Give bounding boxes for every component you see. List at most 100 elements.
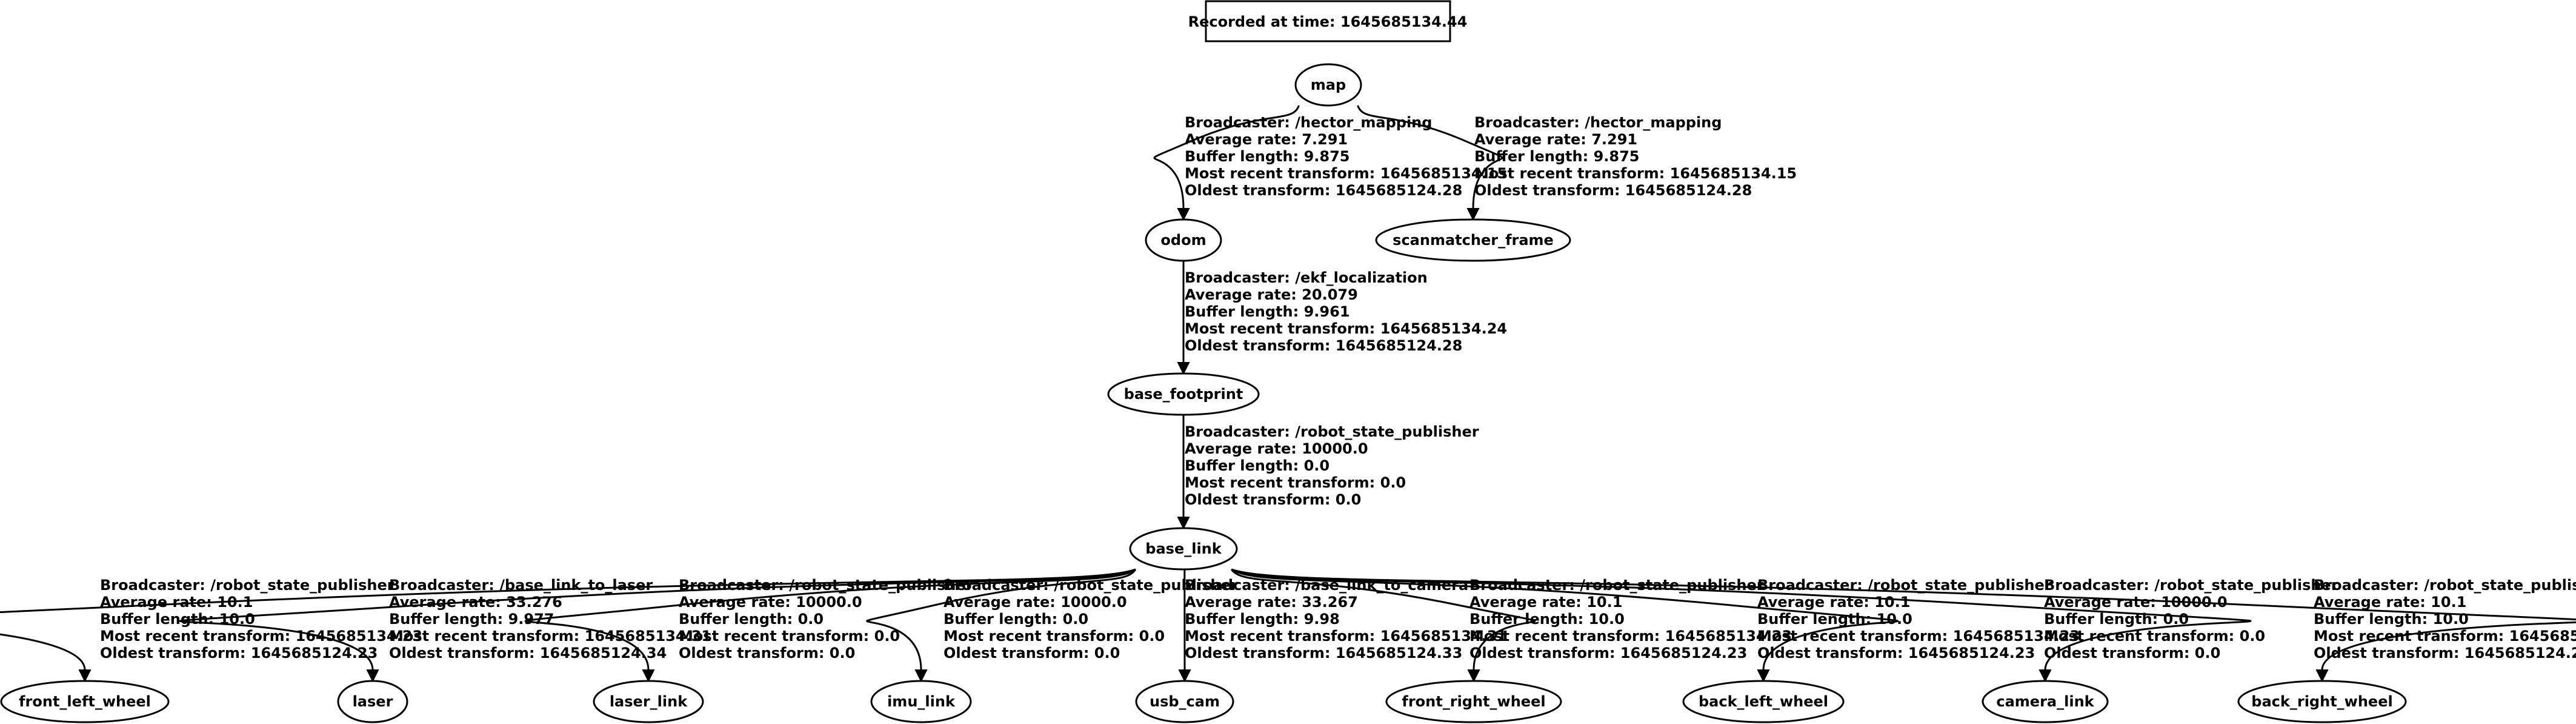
edge-label-line: Average rate: 10.1: [1757, 594, 1910, 611]
edge-label-base_link-to-back_right_wheel: Broadcaster: /robot_state_publisherAvera…: [2314, 577, 2576, 662]
arrow-head: [914, 669, 928, 683]
edge-label-line: Average rate: 33.276: [389, 594, 562, 611]
edge-line: [179, 568, 1136, 671]
edge-label-line: Buffer length: 10.0: [2314, 611, 2469, 628]
arrow-head: [2315, 669, 2329, 683]
frame-ellipse: [0, 680, 170, 723]
frame-ellipse: [337, 680, 408, 723]
frame-node-laser: laser: [337, 680, 408, 723]
edge-label-line: Most recent transform: 1645685134.15: [1474, 165, 1797, 182]
edge-label-line: Most recent transform: 1645685134.31: [1185, 628, 1507, 645]
edge-label-line: Oldest transform: 1645685124.33: [1185, 645, 1462, 662]
arrow-head: [1466, 208, 1480, 221]
edge-label-base_link-to-front_left_wheel: Broadcaster: /robot_state_publisherAvera…: [100, 577, 422, 662]
frame-label: back_right_wheel: [2251, 693, 2392, 710]
edge-label-line: Broadcaster: /ekf_localization: [1185, 269, 1428, 286]
arrow-head: [1177, 362, 1190, 375]
edge-label-line: Buffer length: 9.961: [1185, 303, 1350, 320]
frame-ellipse: [1145, 218, 1222, 262]
edge-label-base_link-to-front_right_wheel: Broadcaster: /robot_state_publisherAvera…: [1469, 577, 1792, 662]
edge-label-line: Buffer length: 9.875: [1185, 148, 1350, 165]
tf-edge-map-to-scanmatcher_frame: [1357, 105, 1503, 221]
frame-node-front_right_wheel: front_right_wheel: [1385, 680, 1562, 723]
edge-label-line: Most recent transform: 1645685134.15: [1185, 165, 1507, 182]
frame-ellipse: [1375, 218, 1571, 262]
edge-label-base_link-to-camera_link: Broadcaster: /robot_state_publisherAvera…: [2044, 577, 2338, 662]
edge-label-line: Oldest transform: 1645685124.23: [1469, 645, 1747, 662]
frame-ellipse: [593, 680, 704, 723]
frame-label: camera_link: [1996, 693, 2094, 710]
frame-label: imu_link: [887, 693, 956, 710]
edge-label-line: Buffer length: 0.0: [2044, 611, 2189, 628]
frame-node-base_link: base_link: [1129, 527, 1238, 571]
frame-ellipse: [1682, 680, 1845, 723]
edge-line: [1231, 568, 2252, 671]
arrow-head: [1178, 669, 1191, 683]
edge-label-line: Broadcaster: /hector_mapping: [1185, 114, 1432, 131]
frame-label: base_link: [1145, 540, 1222, 557]
edge-label-line: Broadcaster: /base_link_to_camera: [1185, 577, 1468, 594]
edge-label-line: Oldest transform: 1645685124.23: [2314, 645, 2576, 662]
frame-ellipse: [1107, 372, 1260, 416]
edge-label-line: Oldest transform: 1645685124.34: [389, 645, 667, 662]
edge-label-base_footprint-to-base_link: Broadcaster: /robot_state_publisherAvera…: [1185, 423, 1479, 508]
edge-label-line: Average rate: 10.1: [100, 594, 253, 611]
edge-label-base_link-to-back_left_wheel: Broadcaster: /robot_state_publisherAvera…: [1757, 577, 2080, 662]
frame-label: usb_cam: [1150, 693, 1220, 710]
edge-label-line: Most recent transform: 0.0: [2044, 628, 2265, 645]
edge-label-line: Buffer length: 10.0: [1469, 611, 1625, 628]
arrow-head: [366, 669, 379, 683]
frame-label: base_footprint: [1124, 386, 1243, 403]
edge-label-line: Broadcaster: /robot_state_publisher: [1185, 423, 1479, 440]
timestamp-box: [1205, 0, 1451, 42]
edge-label-line: Oldest transform: 1645685124.28: [1185, 182, 1462, 199]
edge-label-base_link-to-laser: Broadcaster: /base_link_to_laserAverage …: [389, 577, 711, 662]
edge-label-line: Average rate: 33.267: [1185, 594, 1358, 611]
edge-label-line: Most recent transform: 1645685134.23: [2314, 628, 2576, 645]
edge-label-line: Broadcaster: /robot_state_publisher: [1469, 577, 1764, 594]
frame-node-usb_cam: usb_cam: [1135, 680, 1234, 723]
frame-label: odom: [1160, 232, 1206, 249]
edge-label-line: Average rate: 10000.0: [2044, 594, 2228, 611]
edges-layer: [0, 105, 2576, 683]
edge-label-line: Oldest transform: 0.0: [944, 645, 1120, 662]
edge-label-line: Average rate: 20.079: [1185, 286, 1358, 303]
frame-label: laser_link: [610, 693, 688, 710]
frame-node-back_left_wheel: back_left_wheel: [1682, 680, 1845, 723]
edge-label-line: Buffer length: 0.0: [679, 611, 824, 628]
tf-edge-base_link-to-camera_link: [1231, 568, 2252, 683]
header-layer: Recorded at time: 1645685134.44: [1188, 0, 1468, 42]
frame-label: map: [1311, 76, 1346, 93]
arrow-head: [2039, 669, 2052, 683]
edge-label-line: Buffer length: 10.0: [1757, 611, 1912, 628]
tf-edge-map-to-odom: [1153, 105, 1300, 221]
edge-label-line: Broadcaster: /robot_state_publisher: [679, 577, 973, 594]
frame-label: laser: [353, 693, 393, 710]
edge-label-base_link-to-imu_link: Broadcaster: /robot_state_publisherAvera…: [944, 577, 1238, 662]
edge-label-line: Average rate: 10.1: [2314, 594, 2466, 611]
frame-ellipse: [870, 680, 972, 723]
timestamp-label: Recorded at time: 1645685134.44: [1188, 13, 1468, 30]
edge-label-line: Buffer length: 0.0: [1185, 457, 1330, 474]
frame-node-base_footprint: base_footprint: [1107, 372, 1260, 416]
edge-label-line: Broadcaster: /robot_state_publisher: [1757, 577, 2052, 594]
edge-label-line: Most recent transform: 1645685134.24: [1185, 320, 1507, 337]
tf-edge-base_footprint-to-base_link: [1177, 415, 1190, 530]
frame-node-camera_link: camera_link: [1982, 680, 2109, 723]
edge-line: [0, 568, 1136, 671]
edge-line: [1231, 568, 2576, 671]
frame-node-front_left_wheel: front_left_wheel: [0, 680, 170, 723]
edge-label-line: Average rate: 10000.0: [944, 594, 1127, 611]
edge-label-line: Oldest transform: 1645685124.23: [1757, 645, 2035, 662]
edge-label-line: Broadcaster: /robot_state_publisher: [2314, 577, 2576, 594]
frame-label: front_right_wheel: [1402, 693, 1545, 710]
edge-label-line: Most recent transform: 1645685134.23: [1469, 628, 1792, 645]
tf-edge-base_link-to-back_left_wheel: [1231, 568, 1899, 683]
tf-edge-base_link-to-front_right_wheel: [1230, 569, 1536, 683]
edge-label-line: Average rate: 10000.0: [679, 594, 862, 611]
frame-node-odom: odom: [1145, 218, 1222, 262]
edge-label-line: Average rate: 7.291: [1474, 131, 1637, 148]
frame-label: scanmatcher_frame: [1393, 232, 1554, 249]
edge-label-line: Broadcaster: /base_link_to_laser: [389, 577, 653, 594]
